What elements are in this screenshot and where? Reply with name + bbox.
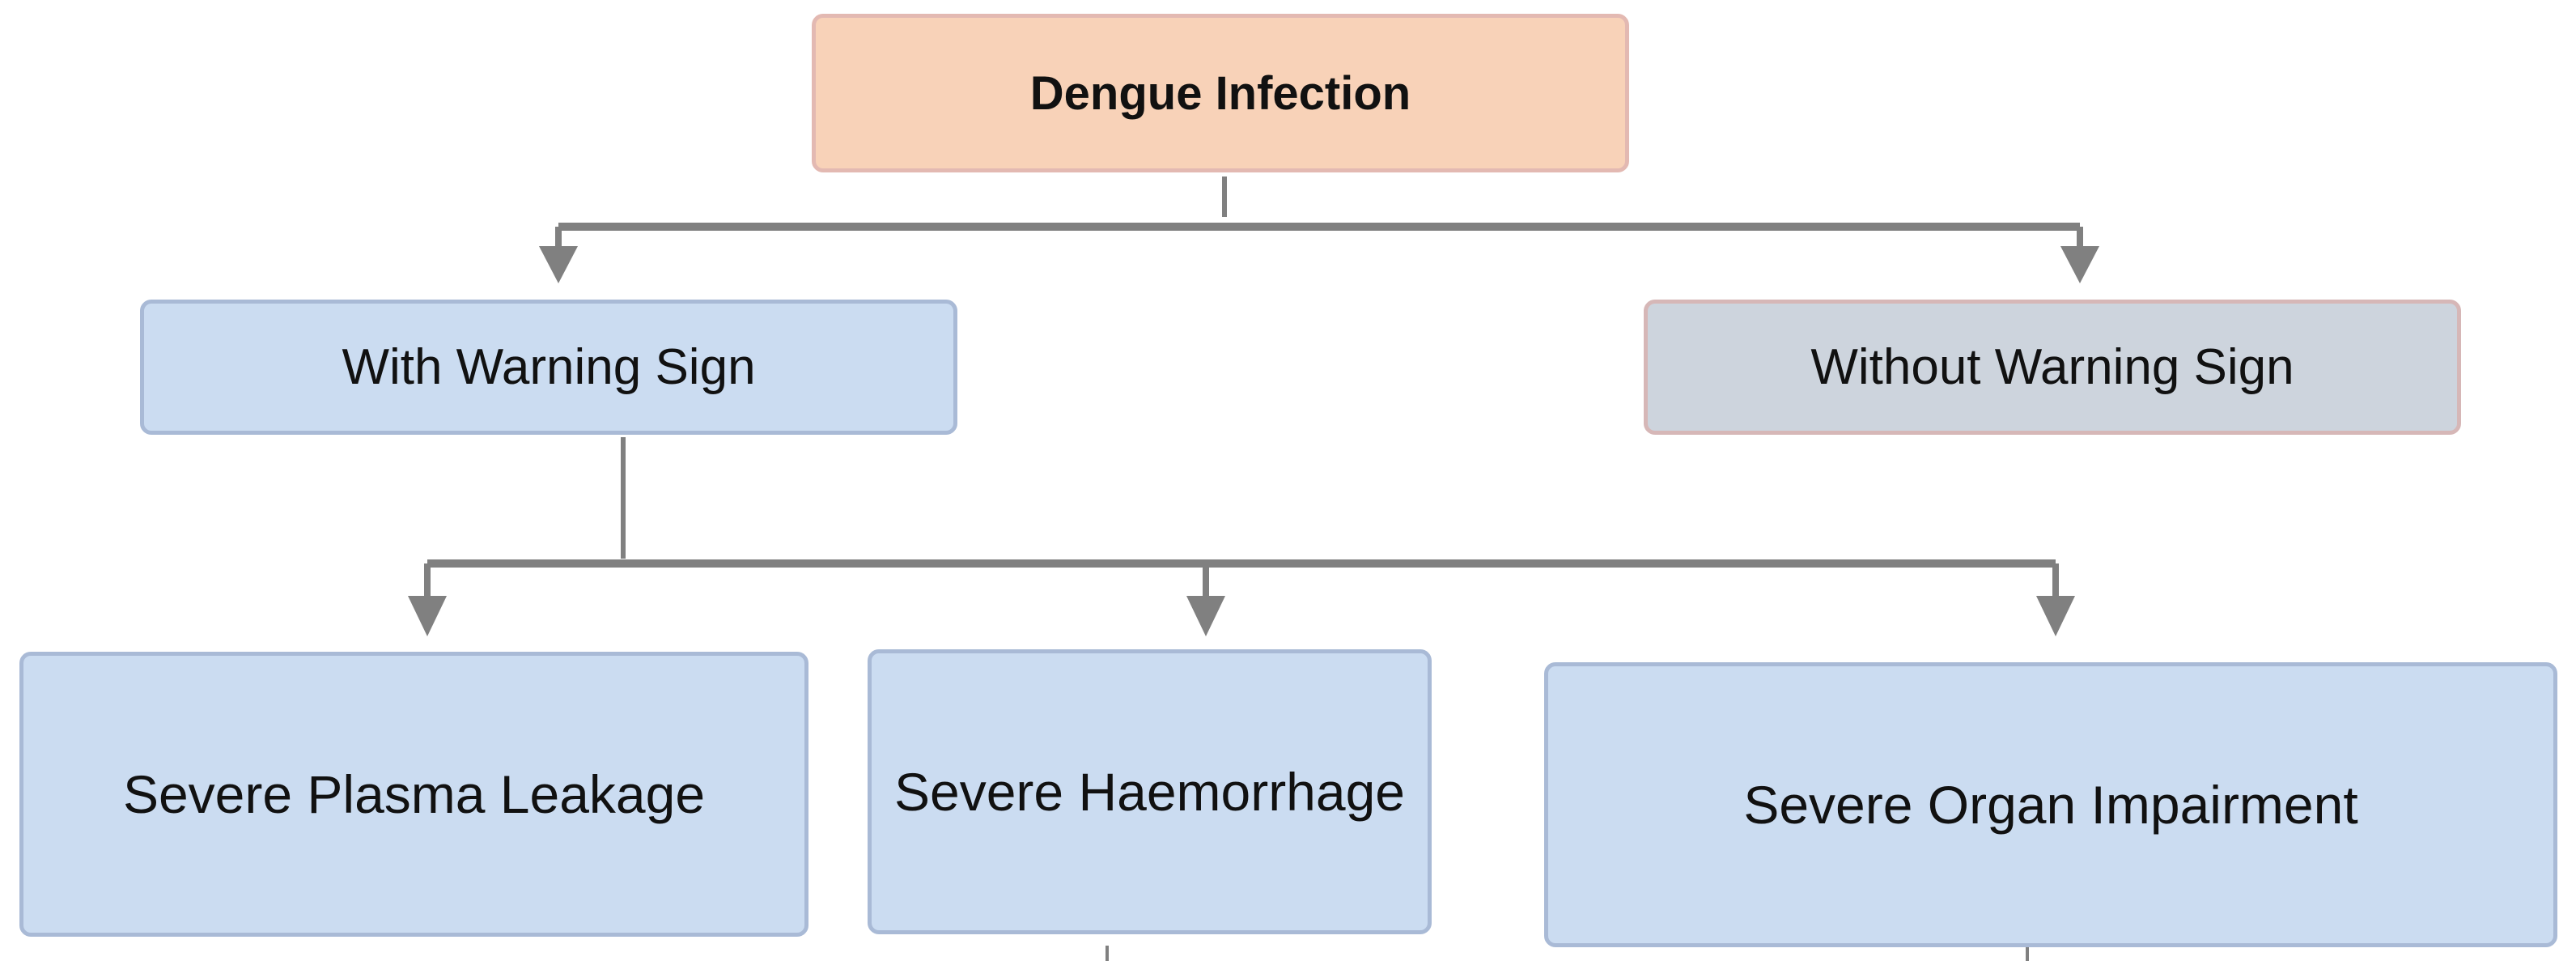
without-warning-arrowhead <box>2060 246 2099 283</box>
severe-haemorrhage-node: Severe Haemorrhage <box>868 649 1432 934</box>
with-warning-sign-node: With Warning Sign <box>140 300 957 435</box>
without-warning-sign-label: Without Warning Sign <box>1810 339 2294 395</box>
severe-organ-impairment-label: Severe Organ Impairment <box>1743 775 2358 835</box>
dengue-infection-label: Dengue Infection <box>1029 66 1411 120</box>
severe-plasma-leakage-node: Severe Plasma Leakage <box>19 652 808 937</box>
severe-haemorrhage-label: Severe Haemorrhage <box>894 762 1405 822</box>
plasma-arrowhead <box>408 596 447 636</box>
with-warning-sign-label: With Warning Sign <box>342 339 756 395</box>
haemorrhage-arrowhead <box>1186 596 1225 636</box>
dengue-infection-node: Dengue Infection <box>812 14 1629 172</box>
with-warning-arrowhead <box>539 246 578 283</box>
organ-arrowhead <box>2036 596 2075 636</box>
without-warning-sign-node: Without Warning Sign <box>1644 300 2461 435</box>
severe-organ-impairment-node: Severe Organ Impairment <box>1544 662 2557 947</box>
severe-plasma-leakage-label: Severe Plasma Leakage <box>122 764 706 824</box>
